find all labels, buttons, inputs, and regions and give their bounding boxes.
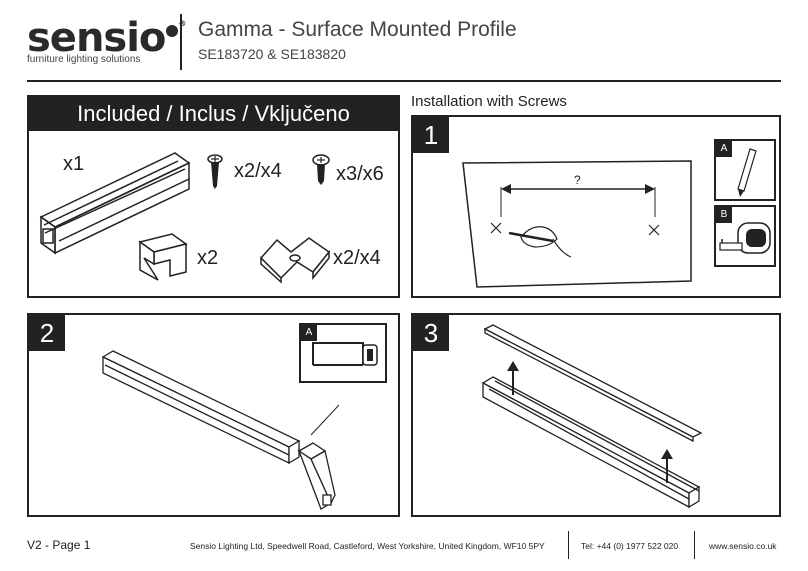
countersunk-screw-icon: [207, 154, 223, 189]
pan-screw-icon: [312, 154, 330, 185]
company-phone: Tel: +44 (0) 1977 522 020: [581, 541, 679, 551]
measure-label: ?: [574, 173, 581, 187]
step-2-number: 2: [29, 315, 65, 351]
included-heading: Included / Inclus / Vključeno: [29, 97, 398, 131]
page-title: Gamma - Surface Mounted Profile: [198, 18, 517, 41]
tape-measure-icon: [719, 222, 771, 254]
end-cap-icon: [138, 233, 188, 281]
included-panel: Included / Inclus / Vključeno x1 x2/x4 x…: [27, 95, 400, 298]
tool-a-hacksaw: A: [299, 323, 387, 383]
diffuser-insert-illustration: [481, 324, 703, 509]
qty-mounting-clip: x2/x4: [333, 247, 381, 269]
hacksaw-icon: [312, 342, 378, 366]
step-3-panel: 3: [411, 313, 781, 517]
surface-measure-illustration: [462, 160, 692, 288]
tool-a-pencil: A: [714, 139, 776, 201]
footer-divider: [568, 531, 569, 559]
qty-profile: x1: [63, 153, 85, 175]
qty-pan-screw: x3/x6: [336, 163, 384, 185]
step-2-panel: 2 A: [27, 313, 400, 517]
brand-tagline: furniture lighting solutions: [27, 54, 141, 65]
mounting-clip-icon: [259, 237, 331, 284]
company-website[interactable]: www.sensio.co.uk: [709, 541, 777, 551]
brand-logo: sensio ®: [27, 15, 186, 61]
page-number: V2 - Page 1: [27, 538, 91, 552]
header-divider: [180, 14, 182, 70]
registered-mark: ®: [178, 19, 186, 28]
tool-badge: A: [301, 325, 317, 341]
qty-end-cap: x2: [197, 247, 219, 269]
pencil-icon: [737, 148, 757, 197]
profile-icon: [39, 152, 191, 255]
company-address: Sensio Lighting Ltd, Speedwell Road, Cas…: [190, 541, 545, 551]
step-3-number: 3: [413, 315, 449, 351]
installation-heading: Installation with Screws: [411, 93, 567, 110]
tool-badge: A: [716, 141, 732, 157]
qty-countersunk-screw: x2/x4: [234, 160, 282, 182]
tool-badge: B: [716, 207, 732, 223]
header-rule: [27, 80, 781, 82]
brand-name: sensio: [27, 15, 166, 61]
logo-dot-icon: [166, 24, 179, 37]
profile-cut-illustration: [101, 350, 339, 510]
product-codes: SE183720 & SE183820: [198, 46, 346, 62]
step-1-panel: 1 ? A B: [411, 115, 781, 298]
step-1-number: 1: [413, 117, 449, 153]
footer-divider: [694, 531, 695, 559]
tool-b-tape-measure: B: [714, 205, 776, 267]
